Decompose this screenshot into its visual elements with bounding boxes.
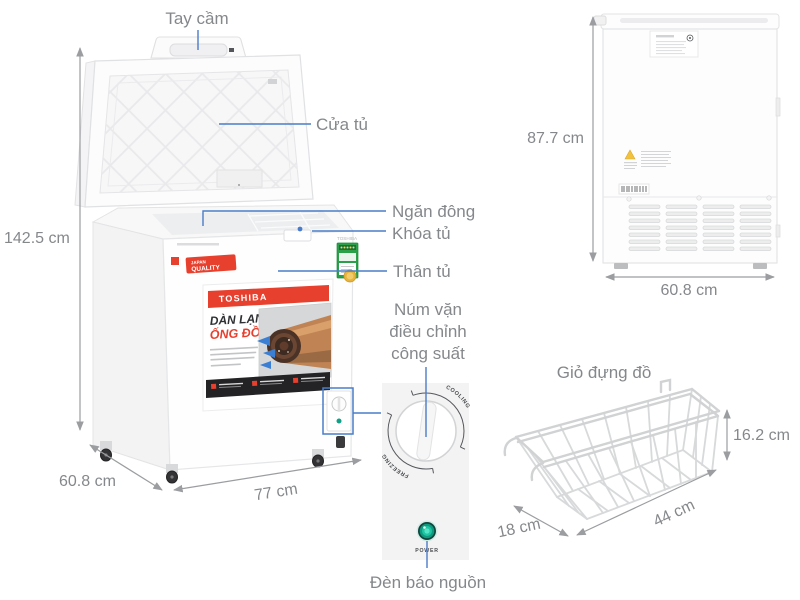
back-hinge-peg xyxy=(593,15,607,26)
dim-front-width-arrow xyxy=(173,457,362,493)
corner-brand-text: TOSHIBA xyxy=(337,236,358,241)
power-led xyxy=(416,520,438,542)
back-foot xyxy=(614,263,628,269)
promo-feature-band xyxy=(206,372,330,398)
lid-lock xyxy=(283,229,312,242)
back-panel xyxy=(602,28,778,264)
dial-scale xyxy=(386,390,466,474)
callout-body-label: Thân tủ xyxy=(393,262,451,281)
blue-arrow xyxy=(260,361,271,369)
dim-basket-height-label: 16.2 cm xyxy=(733,427,790,444)
dim-front-height-label: 142.5 cm xyxy=(4,230,70,247)
callout-knob-label-line2: điều chỉnh xyxy=(389,322,467,341)
lid-handle-latch xyxy=(229,48,234,52)
dim-back-width-label: 60.8 cm xyxy=(661,282,718,299)
promo-brand-text: TOSHIBA xyxy=(219,292,268,304)
dim-front-depth-arrow xyxy=(89,444,163,491)
copper-tube-graphic xyxy=(257,302,332,384)
callout-led-label: Đèn báo nguồn xyxy=(370,573,486,592)
callout-compartment-label: Ngăn đông xyxy=(392,202,475,221)
back-warning-label xyxy=(624,149,671,169)
lid-inner-latch xyxy=(216,169,263,188)
callout-lock-label: Khóa tủ xyxy=(392,224,451,243)
blue-arrow xyxy=(257,336,270,346)
leader-compartment xyxy=(202,210,386,226)
interior-rack xyxy=(247,211,331,232)
callout-basket-label: Giỏ đựng đồ xyxy=(557,363,652,382)
promo-brand-band xyxy=(208,285,329,308)
promo-body-text xyxy=(209,346,258,367)
back-side-tab xyxy=(775,224,781,238)
dim-front-depth-label: 60.8 cm xyxy=(59,473,116,490)
promo-title-line1: DÀN LẠNH xyxy=(209,310,273,328)
lid xyxy=(74,54,314,208)
back-side-tab xyxy=(775,97,781,117)
promo-sticker: TOSHIBA DÀN LẠNH ỐNG ĐỒNG xyxy=(202,278,334,412)
energy-label xyxy=(336,242,359,279)
freezer-opening xyxy=(152,210,339,235)
quality-badge-line2: QUALITY xyxy=(191,264,221,273)
dim-front-width-label: 77 cm xyxy=(253,481,299,505)
back-rating-plate xyxy=(649,30,699,58)
cabinet-control-area xyxy=(326,390,352,432)
callout-door-label: Cửa tủ xyxy=(316,115,368,134)
callout-handle-label: Tay cầm xyxy=(165,9,228,28)
quality-badge-line1: JAPAN xyxy=(191,259,206,265)
lid-vent-mark xyxy=(268,79,277,84)
back-screws xyxy=(626,195,772,202)
dim-basket-length-arrow xyxy=(576,469,717,536)
back-barcode xyxy=(618,183,650,195)
leader-lock-dot xyxy=(297,226,303,232)
back-foot xyxy=(753,263,767,269)
callout-knob-label-line1: Núm vặn xyxy=(394,300,462,319)
control-panel-highlight xyxy=(322,387,354,435)
blue-arrow xyxy=(263,349,275,358)
front-view: TOSHIBA JAPAN QUALITY TOSHIBA DÀN LẠ xyxy=(74,36,359,484)
quality-badge: JAPAN QUALITY xyxy=(185,254,237,274)
gold-sticker-inner xyxy=(346,272,354,280)
vent-grille xyxy=(628,204,772,251)
dim-back-height-label: 87.7 cm xyxy=(527,130,584,147)
callout-knob-label-line3: công suất xyxy=(391,344,465,363)
dim-basket-length-label: 44 cm xyxy=(651,497,698,531)
callout-leaders xyxy=(197,30,428,568)
cabinet-left-face xyxy=(92,221,171,471)
back-lid-groove xyxy=(620,18,768,23)
dim-basket-depth-label: 18 cm xyxy=(496,516,542,542)
back-view xyxy=(593,13,781,269)
dim-basket-depth-arrow xyxy=(513,505,569,537)
red-square-sticker xyxy=(171,257,179,265)
model-text-bar xyxy=(177,243,219,246)
